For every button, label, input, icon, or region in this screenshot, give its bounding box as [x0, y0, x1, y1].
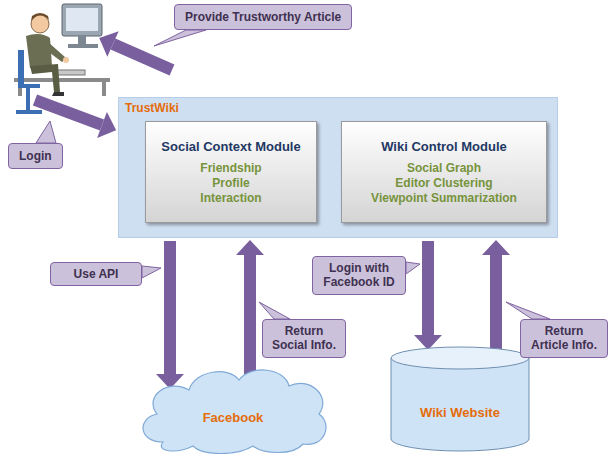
cloud-shape: Facebook — [133, 362, 333, 454]
module-feature: Friendship — [200, 161, 261, 176]
module-feature: Interaction — [200, 191, 261, 206]
module-feature: Viewpoint Summarization — [371, 191, 517, 206]
data-arrow — [164, 241, 176, 374]
node-label: Wiki Website — [420, 405, 500, 420]
callout-label: Provide Trustworthy Article — [174, 4, 352, 30]
cloud-outline — [133, 362, 333, 454]
system-panel: TrustWikiSocial Context ModuleFriendship… — [118, 97, 558, 238]
data-arrow — [490, 255, 502, 350]
module-feature: Profile — [212, 176, 249, 191]
data-arrow — [422, 241, 434, 335]
node-label: Facebook — [203, 410, 264, 425]
login-arrow — [35, 100, 102, 125]
module-title: Social Context Module — [161, 139, 300, 154]
module-box: Wiki Control ModuleSocial GraphEditor Cl… — [341, 121, 547, 223]
callout-label: Use API — [50, 262, 142, 286]
module-title: Wiki Control Module — [381, 139, 507, 154]
data-arrow — [244, 255, 256, 374]
output-arrow — [113, 44, 172, 70]
user-figure — [14, 4, 110, 112]
module-feature: Social Graph — [407, 161, 481, 176]
callout-label: Login with Facebook ID — [312, 256, 406, 295]
callout-pointers — [36, 30, 550, 319]
callout-label: Login — [8, 143, 63, 169]
callout-label: Return Social Info. — [262, 319, 346, 358]
module-box: Social Context ModuleFriendshipProfileIn… — [145, 121, 317, 223]
database-cylinder: Wiki Website — [390, 346, 530, 452]
callout-label: Return Article Info. — [520, 319, 608, 358]
module-feature: Editor Clustering — [395, 176, 492, 191]
cylinder-outline — [390, 346, 530, 452]
panel-title: TrustWiki — [119, 98, 557, 118]
